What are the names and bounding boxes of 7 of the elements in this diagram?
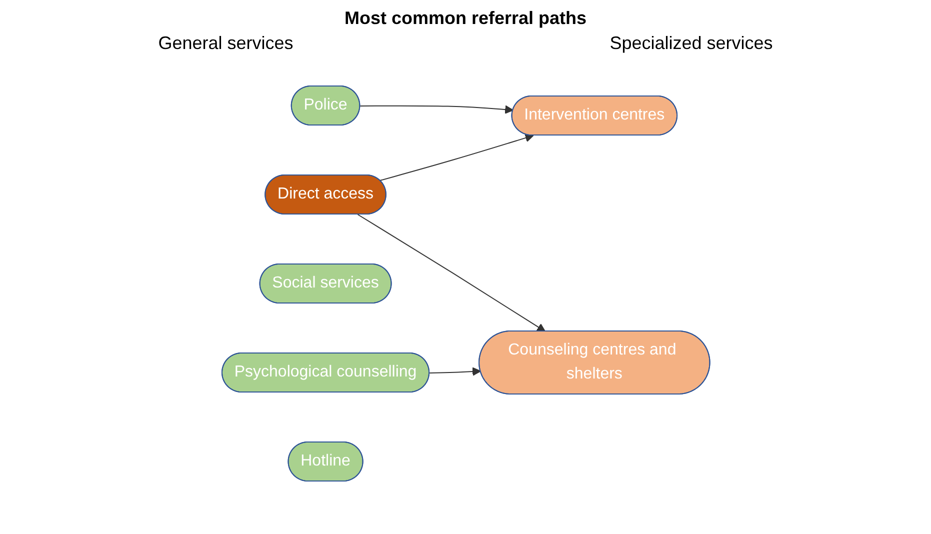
column-heading: General services bbox=[158, 33, 294, 54]
diagram-title: Most common referral paths bbox=[343, 8, 588, 29]
arrow bbox=[379, 133, 534, 181]
arrow bbox=[359, 104, 514, 114]
column-heading: Specialized services bbox=[610, 33, 773, 54]
arrow bbox=[428, 366, 481, 376]
arrow bbox=[356, 214, 546, 332]
